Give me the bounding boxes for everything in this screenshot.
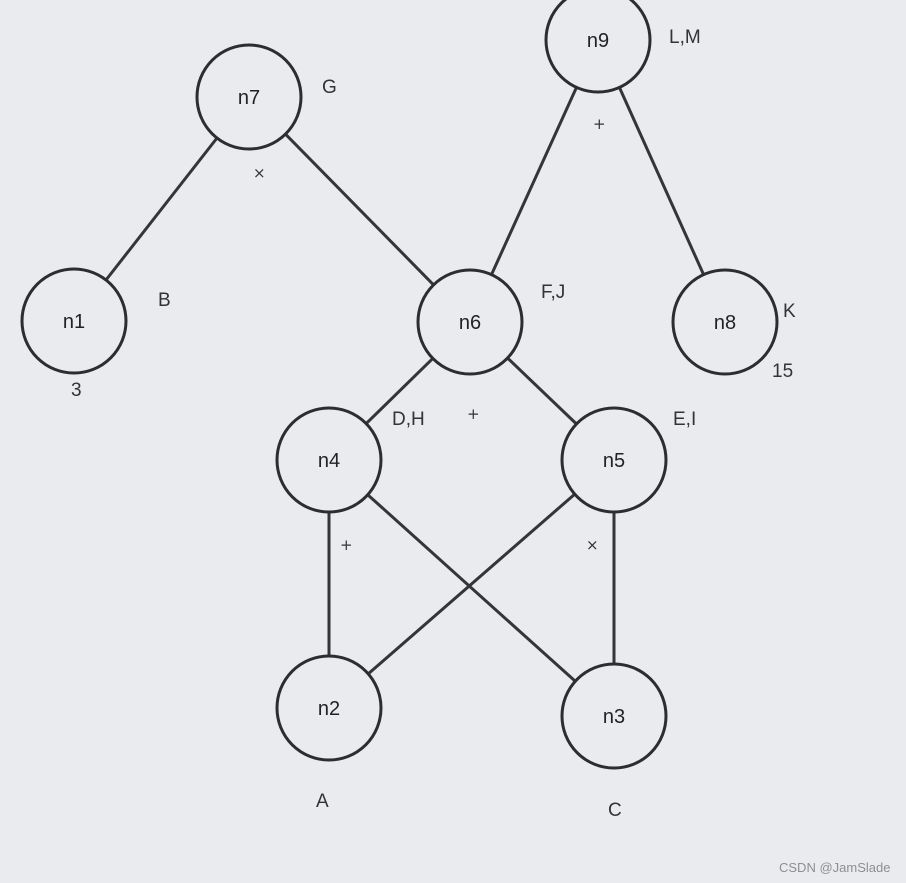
n5-tag-label: E,I — [673, 409, 696, 430]
n3-tag-label: C — [608, 800, 622, 821]
edge-n6-n4 — [365, 357, 434, 425]
n4-operator: + — [340, 536, 353, 554]
n9-tag-label: L,M — [669, 27, 701, 48]
edge-n9-n6 — [490, 86, 578, 276]
nodes-layer: n1 n2 n3 n4 n5 n6 n7 n8 n9 — [20, 0, 779, 770]
edge-n4-n3 — [366, 493, 577, 683]
node-label-n6: n6 — [459, 312, 481, 334]
n4-tag-label: D,H — [392, 409, 425, 430]
n1-tag-label: B — [158, 290, 171, 311]
node-circle-n8 — [671, 268, 779, 376]
node-label-n2: n2 — [318, 698, 340, 720]
node-circle-n4 — [275, 406, 383, 514]
edge-n5-n2 — [367, 492, 576, 676]
node-circle-n1 — [20, 267, 128, 375]
node-label-n7: n7 — [238, 87, 260, 109]
edge-n6-n5 — [506, 356, 578, 426]
node-n1: n1 — [20, 267, 128, 375]
node-n9: n9 — [544, 0, 652, 94]
node-n6: n6 — [416, 268, 524, 376]
node-label-n1: n1 — [63, 311, 85, 333]
node-n2: n2 — [275, 654, 383, 762]
node-circle-n2 — [275, 654, 383, 762]
n8-tag-label: K — [783, 301, 796, 322]
n9-operator: + — [593, 115, 606, 133]
node-n8: n8 — [671, 268, 779, 376]
node-n4: n4 — [275, 406, 383, 514]
n6-operator: + — [467, 405, 480, 423]
node-label-n3: n3 — [603, 706, 625, 728]
n8-value-label: 15 — [772, 361, 793, 382]
edges-layer — [104, 86, 705, 683]
node-label-n4: n4 — [318, 450, 340, 472]
n1-value-label: 3 — [71, 380, 82, 401]
node-label-n8: n8 — [714, 312, 736, 334]
node-circle-n9 — [544, 0, 652, 94]
node-n5: n5 — [560, 406, 668, 514]
node-circle-n3 — [560, 662, 668, 770]
node-label-n9: n9 — [587, 30, 609, 52]
n5-operator: × — [586, 536, 599, 554]
node-n7: n7 — [195, 43, 303, 151]
n7-tag-label: G — [322, 77, 337, 98]
node-label-n5: n5 — [603, 450, 625, 472]
n2-tag-label: A — [316, 791, 329, 812]
edge-n7-n1 — [104, 137, 219, 281]
node-circle-n7 — [195, 43, 303, 151]
node-n3: n3 — [560, 662, 668, 770]
node-circle-n5 — [560, 406, 668, 514]
node-circle-n6 — [416, 268, 524, 376]
edge-n9-n8 — [618, 86, 705, 276]
watermark-text: CSDN @JamSlade — [779, 860, 890, 875]
n7-operator: × — [253, 164, 266, 182]
edge-n7-n6 — [284, 133, 435, 286]
n6-tag-label: F,J — [541, 282, 565, 303]
